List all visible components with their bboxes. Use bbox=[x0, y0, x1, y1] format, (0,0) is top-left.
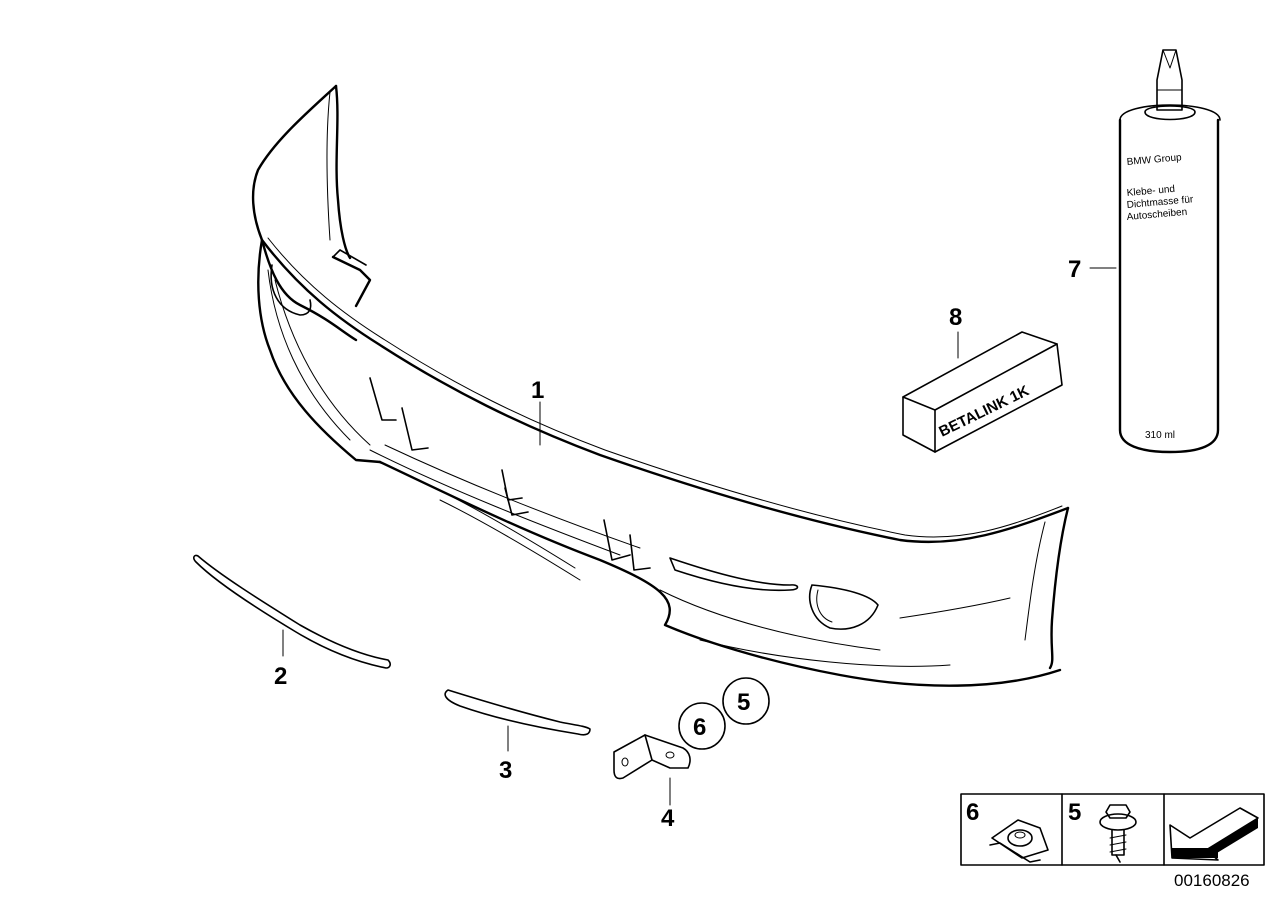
screw-icon bbox=[1099, 804, 1137, 863]
legend-number-5: 5 bbox=[1068, 799, 1081, 826]
cartridge-line-1: Klebe- und bbox=[1126, 184, 1175, 199]
callout-7[interactable]: 7 bbox=[1068, 256, 1081, 283]
callout-4[interactable]: 4 bbox=[661, 805, 675, 832]
callout-1[interactable]: 1 bbox=[531, 377, 544, 404]
callout-5[interactable]: 5 bbox=[737, 689, 750, 716]
adhesive-cartridge-part-7[interactable]: BMW Group Klebe- und Dichtmasse für Auto… bbox=[1118, 49, 1221, 454]
betalink-box-part-8[interactable]: BETALINK 1K bbox=[902, 331, 1063, 453]
legend-table bbox=[960, 793, 1265, 866]
box-label: BETALINK 1K bbox=[936, 382, 1032, 440]
cartridge-volume: 310 ml bbox=[1145, 430, 1175, 441]
callout-3[interactable]: 3 bbox=[499, 757, 512, 784]
bracket-part-4[interactable] bbox=[613, 734, 691, 780]
bumper-part-1[interactable] bbox=[251, 84, 1070, 687]
legend-cell-6[interactable]: 6 bbox=[966, 799, 1049, 863]
arrow-icon bbox=[1169, 807, 1259, 861]
moulding-part-3[interactable] bbox=[444, 689, 591, 736]
moulding-part-2[interactable] bbox=[193, 554, 391, 669]
callout-8[interactable]: 8 bbox=[949, 304, 962, 331]
cartridge-line-3: Autoscheiben bbox=[1126, 207, 1187, 223]
callout-6[interactable]: 6 bbox=[693, 714, 706, 741]
legend-number-6: 6 bbox=[966, 799, 979, 826]
clip-nut-icon bbox=[989, 819, 1049, 863]
callout-2[interactable]: 2 bbox=[274, 663, 287, 690]
legend-cell-arrow[interactable] bbox=[1169, 807, 1259, 861]
legend-cell-5[interactable]: 5 bbox=[1068, 799, 1137, 863]
diagram-id-number: 00160826 bbox=[1174, 871, 1250, 890]
cartridge-brand: BMW Group bbox=[1126, 152, 1182, 168]
circle-5 bbox=[722, 677, 770, 725]
circle-6 bbox=[678, 702, 726, 750]
